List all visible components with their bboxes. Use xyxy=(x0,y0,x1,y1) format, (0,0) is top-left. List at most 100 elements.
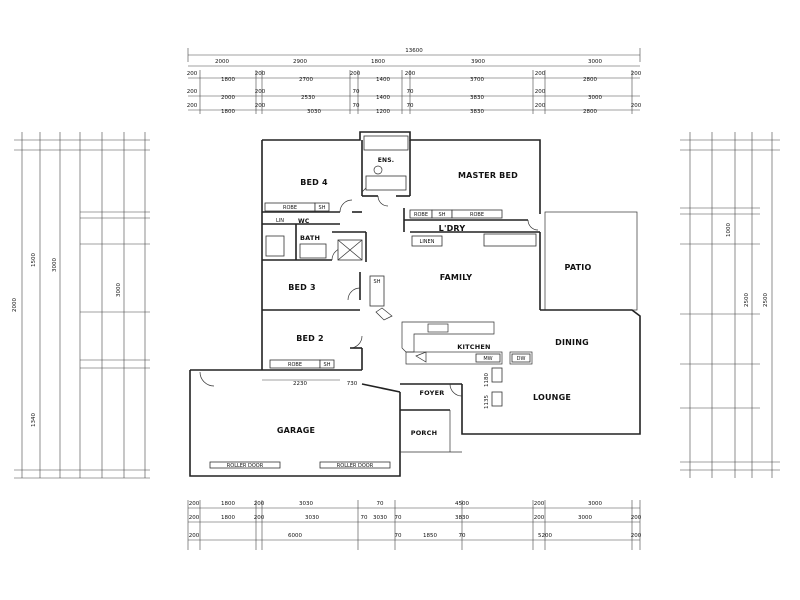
robe-label-bed2: ROBE xyxy=(288,362,302,368)
dim-top-r5-8: 3830 xyxy=(470,109,484,115)
dim-bot-r3-1: 200 xyxy=(189,533,200,539)
robe-label-master-2: ROBE xyxy=(470,212,484,218)
dim-top-r5-9: 200 xyxy=(535,103,546,109)
dim-top-r4-9: 200 xyxy=(535,89,546,95)
sh-label-master: SH xyxy=(439,212,446,218)
dim-garage-width: 2230 xyxy=(293,381,307,387)
dim-top-r3-3: 200 xyxy=(255,71,266,77)
roller-door-label-1: ROLLER DOOR xyxy=(227,463,264,469)
dim-top-r3-4: 2700 xyxy=(299,77,313,83)
room-label-foyer: FOYER xyxy=(420,389,445,397)
dim-garage-offset: 730 xyxy=(347,381,358,387)
dim-foyer-v: 1180 xyxy=(484,373,490,387)
dim-top-r2-2: 2900 xyxy=(293,59,307,65)
dim-bot-r2-6: 3030 xyxy=(373,515,387,521)
bottom-dimensions: 200 1800 200 3030 70 4500 200 3000 200 1… xyxy=(187,500,642,550)
mw-label: MW xyxy=(483,356,492,362)
dim-foyer-v2: 1135 xyxy=(484,395,490,409)
dim-top-r5-4: 3030 xyxy=(307,109,321,115)
dim-left-total: 2000 xyxy=(12,298,18,312)
dim-top-r2-4: 3900 xyxy=(471,59,485,65)
dim-bot-r2-1: 200 xyxy=(189,515,200,521)
room-label-wc: WC xyxy=(298,218,310,225)
dim-top-r5-1: 200 xyxy=(187,103,198,109)
dim-top-r4-4: 2530 xyxy=(301,95,315,101)
dim-bot-r2-5: 70 xyxy=(361,515,368,521)
left-dimensions: 2000 1500 1340 3000 3000 xyxy=(12,132,150,479)
top-dimensions: 13600 2000 2900 1800 3900 3000 200 1800 … xyxy=(187,48,642,115)
dim-left-mid: 1500 xyxy=(31,253,37,267)
dim-top-r3-6: 1400 xyxy=(376,77,390,83)
room-label-family: FAMILY xyxy=(440,273,473,282)
dim-bot-r2-4: 3030 xyxy=(305,515,319,521)
sh-label-bed3: SH xyxy=(374,279,381,285)
dim-bot-r2-8: 3830 xyxy=(455,515,469,521)
dim-right-total: 2500 xyxy=(763,293,769,307)
dim-top-r4-10: 3000 xyxy=(588,95,602,101)
dim-bot-r1-2: 1800 xyxy=(221,501,235,507)
dim-top-r2-1: 2000 xyxy=(215,59,229,65)
room-label-bed3: BED 3 xyxy=(288,283,316,292)
dw-label: DW xyxy=(517,356,526,362)
room-label-dining: DINING xyxy=(555,338,589,347)
dim-top-r5-10: 2800 xyxy=(583,109,597,115)
room-label-ensuite: ENS. xyxy=(378,157,395,164)
dim-bot-r1-6: 4500 xyxy=(455,501,469,507)
dim-top-r5-5: 70 xyxy=(353,103,360,109)
room-labels: BED 4 ENS. MASTER BED WC BATH L'DRY FAMI… xyxy=(277,157,592,437)
dim-bot-r3-6: 5200 xyxy=(538,533,552,539)
dim-bot-r2-2: 1800 xyxy=(221,515,235,521)
dim-top-r3-8: 3700 xyxy=(470,77,484,83)
dim-bot-r2-11: 200 xyxy=(631,515,642,521)
room-label-porch: PORCH xyxy=(411,429,438,437)
dim-top-r2-3: 1800 xyxy=(371,59,385,65)
linen-label: LINEN xyxy=(420,239,435,245)
room-label-kitchen: KITCHEN xyxy=(457,343,490,351)
dim-bot-r1-5: 70 xyxy=(377,501,384,507)
dim-right-a: 1000 xyxy=(726,223,732,237)
dim-bot-r1-3: 200 xyxy=(254,501,265,507)
dim-top-r5-3: 200 xyxy=(255,103,266,109)
room-label-master-bed: MASTER BED xyxy=(458,171,518,180)
dim-top-r4-3: 200 xyxy=(255,89,266,95)
robe-label-master-1: ROBE xyxy=(414,212,428,218)
dim-bot-r1-7: 200 xyxy=(534,501,545,507)
dim-bot-r3-2: 6000 xyxy=(288,533,302,539)
room-label-lounge: LOUNGE xyxy=(533,393,571,402)
dim-bot-r3-4: 1850 xyxy=(423,533,437,539)
dim-bot-r3-7: 200 xyxy=(631,533,642,539)
dim-right-b: 2500 xyxy=(744,293,750,307)
dim-top-r5-2: 1800 xyxy=(221,109,235,115)
dim-bot-r2-10: 3000 xyxy=(578,515,592,521)
dim-top-r4-2: 2000 xyxy=(221,95,235,101)
dim-top-r4-5: 70 xyxy=(353,89,360,95)
dim-top-r3-9: 200 xyxy=(535,71,546,77)
room-label-bed2: BED 2 xyxy=(296,334,324,343)
robe-label-bed4: ROBE xyxy=(283,205,297,211)
dim-top-r4-6: 1400 xyxy=(376,95,390,101)
dim-top-r2-5: 3000 xyxy=(588,59,602,65)
dim-left-c: 3000 xyxy=(116,283,122,297)
dim-top-r4-1: 200 xyxy=(187,89,198,95)
dim-left-a: 1340 xyxy=(31,413,37,427)
room-label-patio: PATIO xyxy=(565,263,592,272)
dim-top-r3-1: 200 xyxy=(187,71,198,77)
dim-top-total: 13600 xyxy=(405,48,423,54)
dim-top-r3-2: 1800 xyxy=(221,77,235,83)
dim-bot-r1-1: 200 xyxy=(189,501,200,507)
dim-bot-r1-8: 3000 xyxy=(588,501,602,507)
dim-bot-r2-7: 70 xyxy=(395,515,402,521)
dim-top-r3-5: 200 xyxy=(350,71,361,77)
dim-bot-r3-5: 70 xyxy=(459,533,466,539)
roller-door-label-2: ROLLER DOOR xyxy=(337,463,374,469)
room-label-garage: GARAGE xyxy=(277,426,315,435)
walls xyxy=(189,131,641,477)
sh-label-bed4: SH xyxy=(319,205,326,211)
dim-top-r3-11: 200 xyxy=(631,71,642,77)
dim-top-r5-11: 200 xyxy=(631,103,642,109)
dim-bot-r3-3: 70 xyxy=(395,533,402,539)
dim-left-b: 3000 xyxy=(52,258,58,272)
dim-bot-r2-3: 200 xyxy=(254,515,265,521)
dim-top-r4-8: 3830 xyxy=(470,95,484,101)
